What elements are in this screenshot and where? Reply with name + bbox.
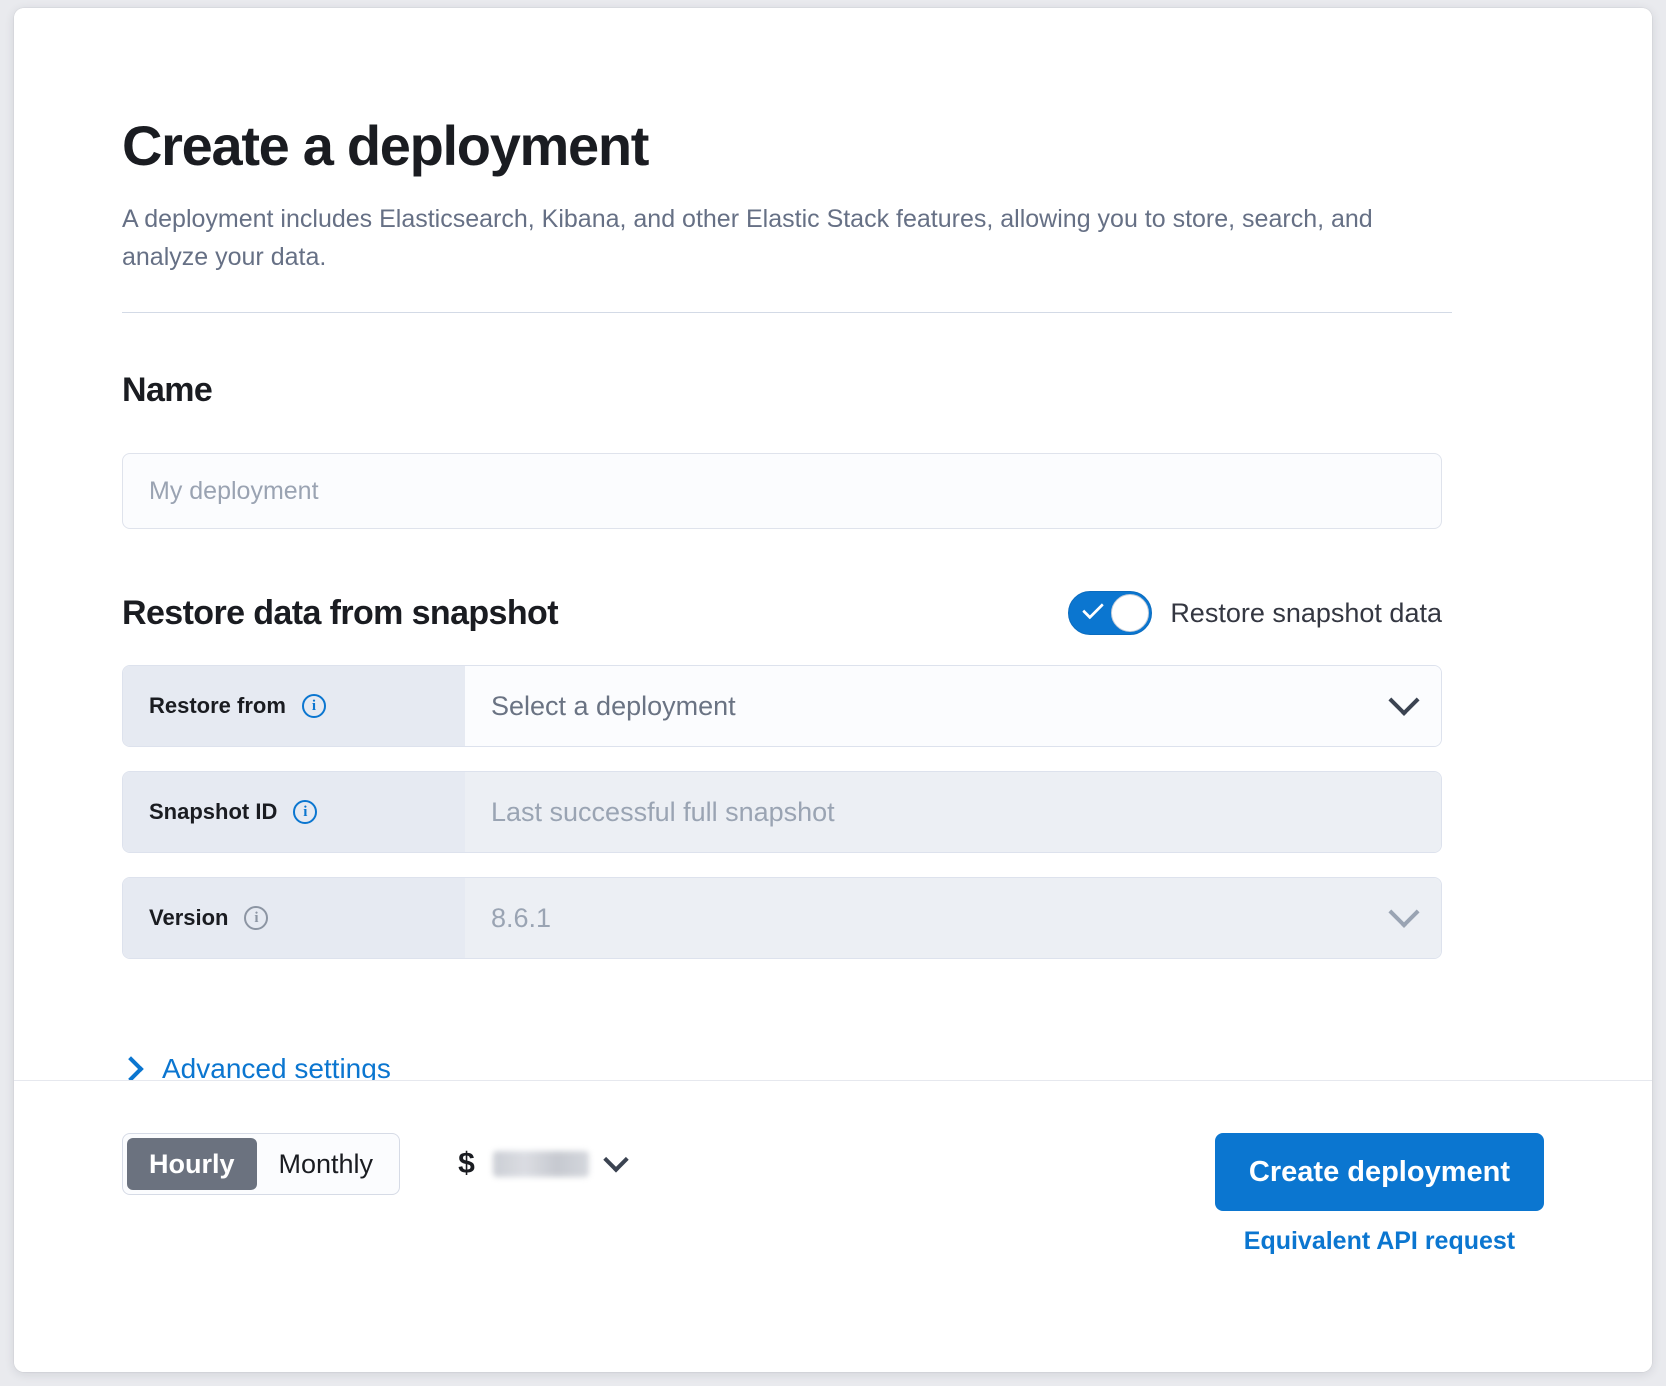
advanced-settings-toggle[interactable]: Advanced settings xyxy=(118,1053,391,1085)
create-deployment-panel: Create a deployment A deployment include… xyxy=(14,8,1652,1372)
panel-body: Create a deployment A deployment include… xyxy=(14,8,1652,1084)
restore-from-select[interactable]: Select a deployment xyxy=(465,666,1441,746)
name-section: Name My deployment xyxy=(122,369,1452,529)
chevron-down-icon[interactable] xyxy=(1388,684,1420,716)
advanced-settings-label: Advanced settings xyxy=(162,1053,391,1084)
header-divider xyxy=(122,312,1452,313)
chevron-down-icon[interactable] xyxy=(603,1147,629,1173)
row-version-label: Version xyxy=(149,905,229,930)
chevron-down-icon[interactable] xyxy=(1388,896,1420,928)
billing-option-hourly[interactable]: Hourly xyxy=(127,1138,257,1190)
row-snapshot-id-label-cell: Snapshot ID i xyxy=(123,772,465,852)
page-title: Create a deployment xyxy=(122,114,649,177)
version-select[interactable]: 8.6.1 xyxy=(465,878,1441,958)
price-display[interactable]: $ xyxy=(458,1133,629,1195)
deployment-name-input[interactable]: My deployment xyxy=(122,453,1442,529)
billing-option-monthly[interactable]: Monthly xyxy=(278,1148,374,1179)
row-restore-from-label: Restore from xyxy=(149,693,286,718)
price-value-redacted xyxy=(492,1151,589,1177)
panel-footer: Hourly Monthly $ Create deployment Equiv… xyxy=(14,1080,1652,1372)
check-icon xyxy=(1082,597,1105,620)
billing-period-segmented-control[interactable]: Hourly Monthly xyxy=(122,1133,401,1195)
snapshot-id-input[interactable]: Last successful full snapshot xyxy=(465,772,1441,852)
restore-snapshot-toggle-group[interactable]: Restore snapshot data xyxy=(1068,591,1442,635)
row-snapshot-id[interactable]: Snapshot ID i Last successful full snaps… xyxy=(122,771,1442,853)
content-column: Create a deployment A deployment include… xyxy=(118,112,1452,1085)
version-value: 8.6.1 xyxy=(491,902,552,933)
snapshot-section-header: Restore data from snapshot Restore snaps… xyxy=(122,591,1442,635)
create-deployment-button[interactable]: Create deployment xyxy=(1214,1133,1544,1211)
footer-inner: Hourly Monthly $ Create deployment Equiv… xyxy=(122,1133,1544,1256)
deployment-name-placeholder: My deployment xyxy=(149,476,319,505)
row-restore-from[interactable]: Restore from i Select a deployment xyxy=(122,665,1442,747)
toggle-knob xyxy=(1111,594,1150,632)
snapshot-form-rows: Restore from i Select a deployment Snaps… xyxy=(122,665,1452,959)
page-subtitle: A deployment includes Elasticsearch, Kib… xyxy=(122,205,1373,271)
footer-actions: Create deployment Equivalent API request xyxy=(1214,1133,1544,1256)
row-version-label-cell: Version i xyxy=(123,878,465,958)
info-icon[interactable]: i xyxy=(301,694,326,718)
row-snapshot-id-label: Snapshot ID xyxy=(149,799,278,824)
chevron-right-icon xyxy=(118,1056,144,1082)
info-icon[interactable]: i xyxy=(293,800,318,824)
snapshot-heading: Restore data from snapshot xyxy=(122,594,559,632)
row-version[interactable]: Version i 8.6.1 xyxy=(122,877,1442,959)
row-restore-from-label-cell: Restore from i xyxy=(123,666,465,746)
restore-from-value: Select a deployment xyxy=(491,690,736,721)
restore-snapshot-toggle-label: Restore snapshot data xyxy=(1170,597,1442,628)
restore-snapshot-toggle[interactable] xyxy=(1068,591,1153,635)
name-heading: Name xyxy=(122,371,213,409)
snapshot-id-value: Last successful full snapshot xyxy=(491,796,835,827)
equivalent-api-request-link[interactable]: Equivalent API request xyxy=(1243,1227,1516,1255)
price-currency: $ xyxy=(458,1147,475,1180)
info-icon[interactable]: i xyxy=(244,906,269,930)
